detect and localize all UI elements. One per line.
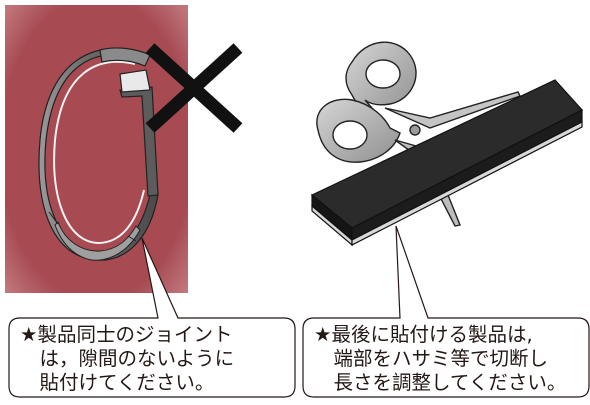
left-caption-line-1: ★製品同士のジョイント — [20, 323, 232, 346]
right-caption-line-2: 端部をハサミ等で切断し — [314, 347, 548, 370]
left-caption-line-2: は，隙間のないように — [20, 347, 234, 370]
left-callout: ★製品同士のジョイント は，隙間のないように 貼付けてください。 — [8, 237, 296, 398]
right-callout: ★最後に貼付ける製品は, 端部をハサミ等で切断し 長さを調整してください。 — [302, 225, 590, 398]
left-illustration — [5, 5, 243, 293]
right-caption-line-3: 長さを調整してください。 — [314, 371, 566, 394]
left-caption-line-3: 貼付けてください。 — [20, 371, 214, 394]
tape-strip-icon — [310, 79, 583, 247]
cross-mark-icon — [145, 43, 243, 133]
ring-icon — [38, 47, 159, 261]
surface-background — [5, 5, 188, 293]
right-illustration — [310, 41, 583, 247]
right-caption-line-1: ★最後に貼付ける製品は, — [314, 323, 533, 346]
scissors-icon — [316, 41, 521, 227]
